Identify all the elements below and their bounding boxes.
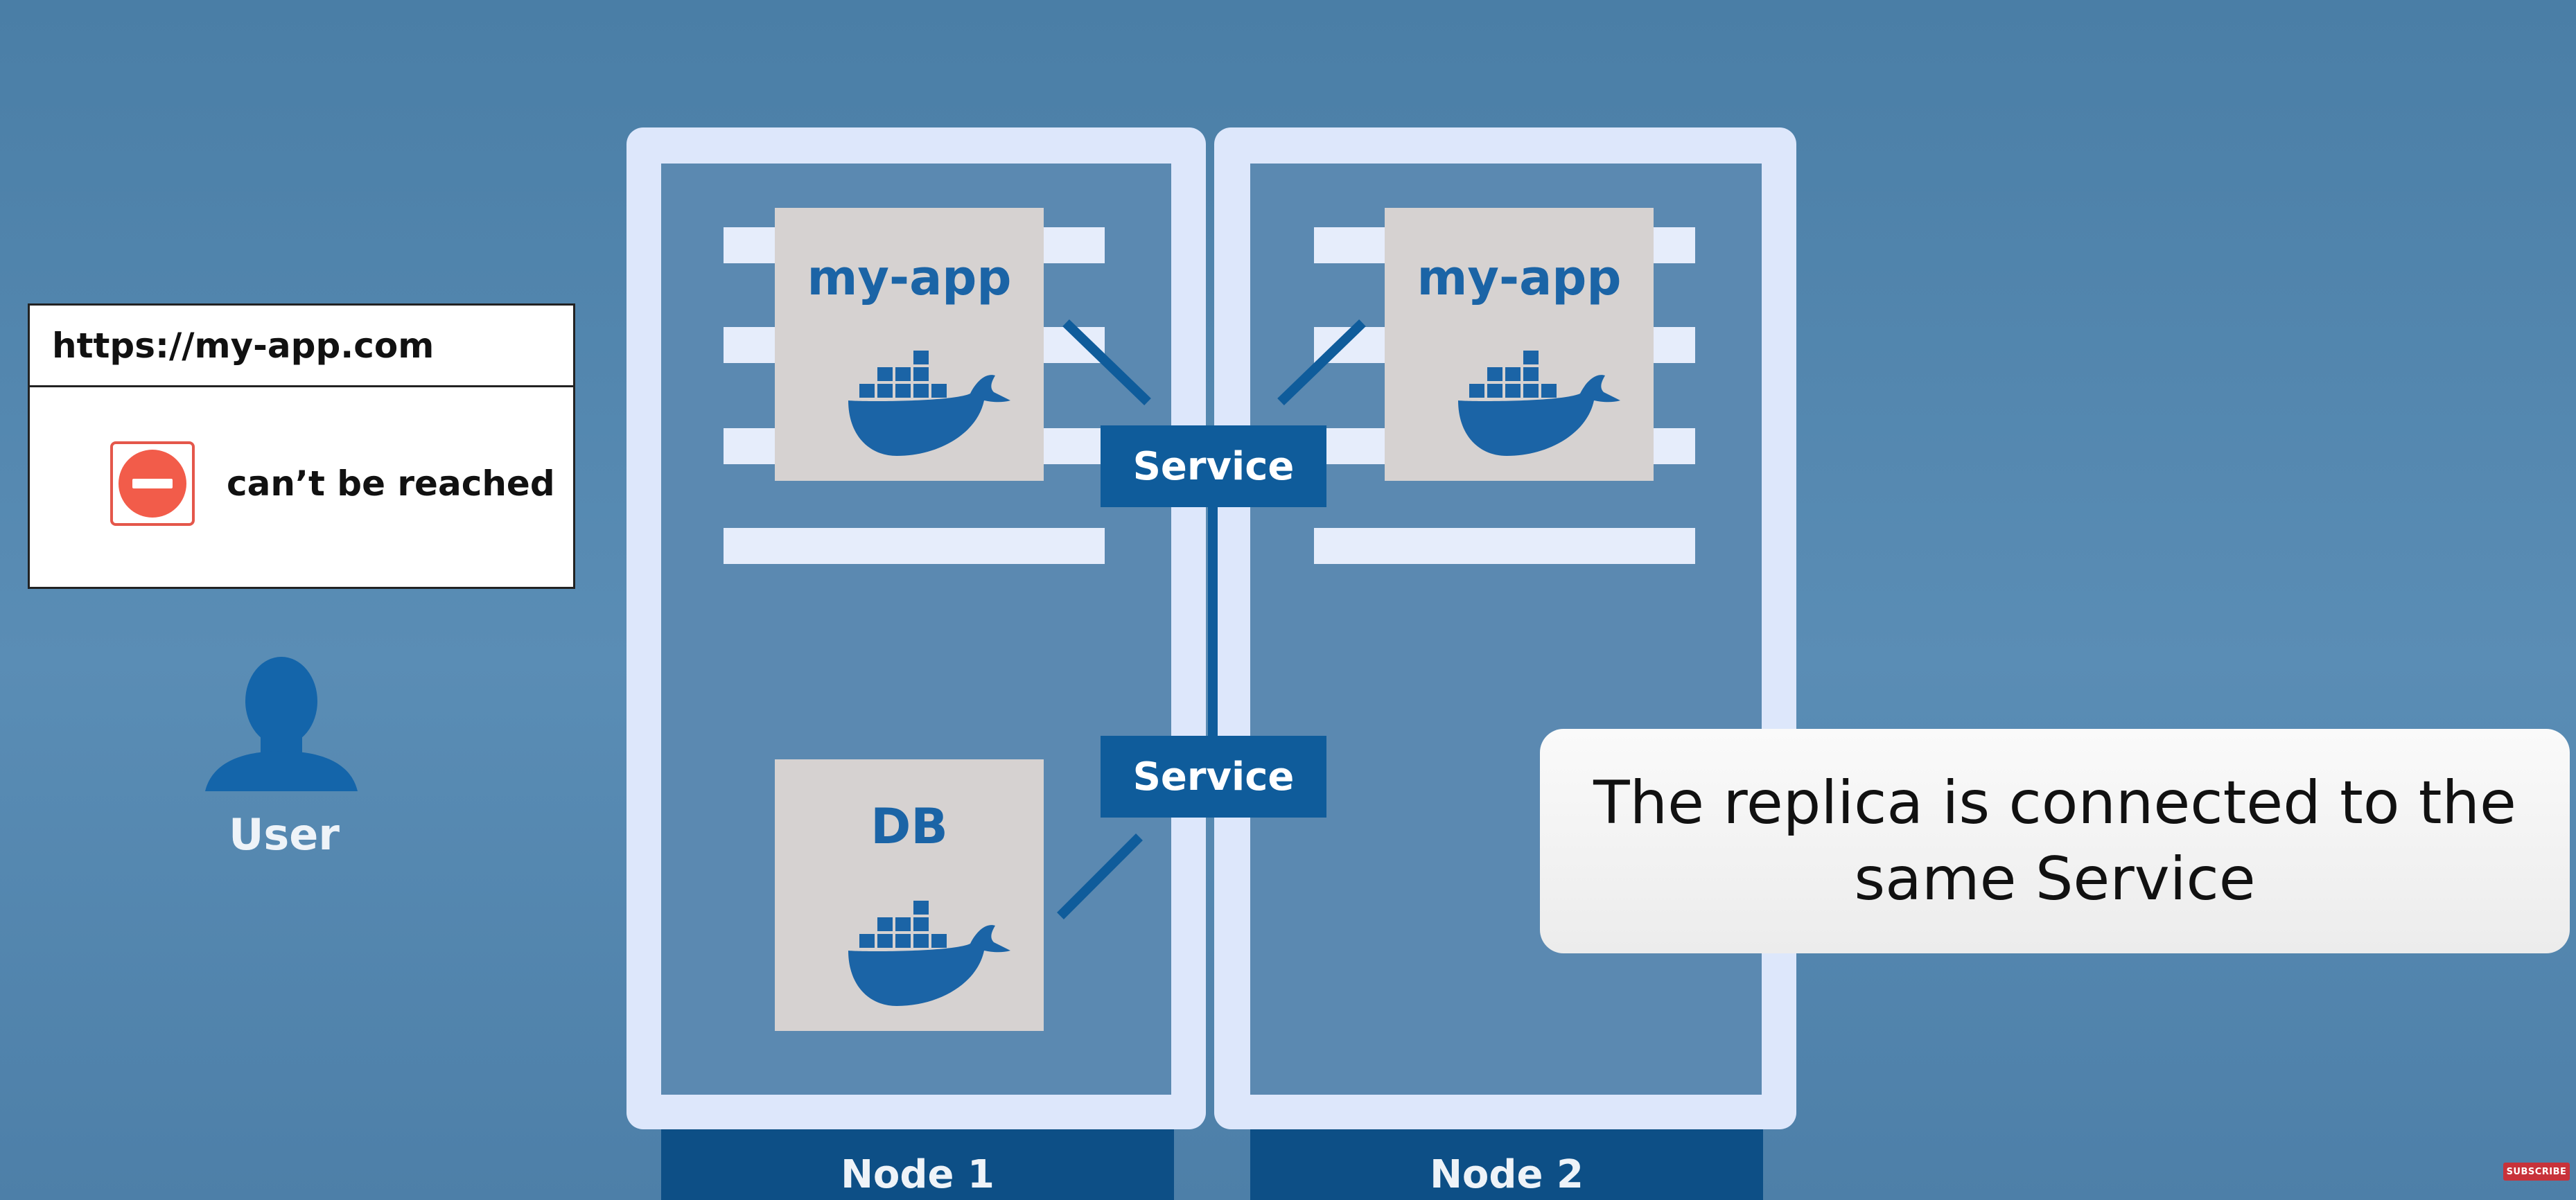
url-bar[interactable]: https://my-app.com (30, 306, 573, 387)
error-message: can’t be reached (110, 439, 555, 529)
user-label: User (229, 809, 340, 860)
service-db: Service (1101, 736, 1326, 818)
caption-box: The replica is connected to the same Ser… (1540, 729, 2570, 953)
subscribe-button[interactable]: SUBSCRIBE (2503, 1163, 2570, 1181)
error-text: can’t be reached (227, 464, 555, 504)
node-1-label: Node 1 (661, 1129, 1174, 1200)
browser-window: https://my-app.com can’t be reached (28, 303, 575, 589)
pod-label-app2: my-app (1417, 249, 1622, 306)
pod-label-app1: my-app (807, 249, 1012, 306)
no-entry-icon (110, 441, 195, 526)
node-frame-1 (627, 127, 1206, 1129)
person-icon (205, 657, 358, 791)
service-app: Service (1101, 425, 1326, 507)
node-2-label: Node 2 (1250, 1129, 1763, 1200)
service-connectors (1057, 319, 1366, 919)
pod-label-db: DB (870, 798, 948, 855)
